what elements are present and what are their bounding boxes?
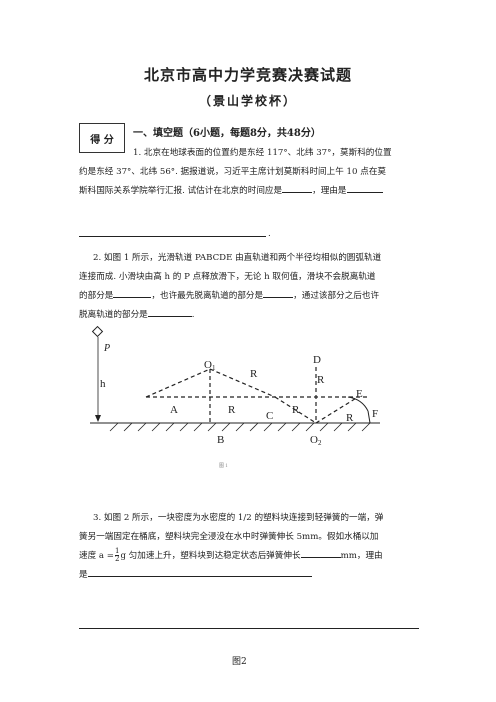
dashed-O2-E (315, 396, 359, 424)
q2-line-3: 的部分是 ，也许最先脱离轨道的部分是 ，通过该部分之后也许 (79, 287, 419, 306)
score-label: 得 分 (90, 134, 114, 146)
figure-1-caption: 图 1 (219, 463, 228, 469)
figure-1-track-diagram: P h (90, 325, 380, 469)
q1-line-1: 1. 北京在地球表面的位置约是东经 117°、北纬 37°，莫斯科的位置 (133, 148, 392, 158)
q1-line-2: 约是东经 37°、北纬 56°. 据报道说，习近平主席计划莫斯科时间上午 10 … (79, 167, 387, 177)
label-P: P (103, 343, 110, 354)
q3-answer-blank-extension[interactable] (300, 548, 341, 558)
q2-line-3-text: 的部分是 (79, 291, 114, 301)
question-2: 2. 如图 1 所示，光滑轨道 PABCDE 由直轨道和两个半径均相似的圆弧轨道… (79, 249, 419, 325)
label-O2: O2 (310, 434, 322, 447)
fraction-denominator: 2 (114, 555, 120, 563)
label-R-right: R (346, 412, 354, 424)
q1-line-3-reason-label: ，理由是 (312, 186, 347, 196)
question-3: 3. 如图 2 所示，一块密度为水密度的 1/2 的塑料块连接到轻弹簧的一端，弹… (79, 509, 419, 585)
ground-hatching (109, 422, 371, 432)
figure-2-caption: 图2 (232, 657, 247, 667)
dashed-O1-C (209, 368, 276, 398)
label-A: A (170, 404, 178, 416)
q2-answer-blank-3[interactable] (147, 307, 192, 317)
q3-line-3-mid: g 匀加速上升，塑料块到达稳定状态后弹簧伸长 (120, 551, 301, 561)
label-F: F (372, 408, 378, 420)
label-C: C (266, 410, 273, 422)
label-h: h (100, 378, 106, 390)
section-heading: 一、填空题（6小题，每题8分，共48分） (133, 128, 321, 139)
q2-answer-blank-1[interactable] (113, 288, 152, 298)
q2-line-3-end: ，通过该部分之后也许 (293, 291, 380, 301)
track-segment-F (367, 410, 371, 424)
label-R-mid: R (292, 404, 300, 416)
q2-line-4: 脱离轨道的部分是. (79, 306, 419, 325)
q1-line-3: 斯科国际关系学院举行汇报. 试估计在北京的时间应是 ，理由是 (79, 182, 419, 201)
label-B: B (217, 434, 224, 446)
release-point-marker (91, 325, 104, 338)
q3-answer-blank-reason[interactable] (87, 567, 312, 577)
q1-answer-blank-reason[interactable] (346, 183, 383, 193)
dashed-A-O1 (145, 368, 211, 398)
q3-line-2: 簧另一端固定在桶底，塑料块完全浸没在水中时弹簧伸长 5mm。假如水桶以加 (79, 532, 379, 542)
q3-line-3-end: mm，理由 (340, 551, 383, 561)
q1-answer-blank-time[interactable] (282, 183, 313, 193)
label-D: D (313, 354, 321, 366)
label-E: E (356, 388, 363, 400)
q2-line-2: 连接而成. 小滑块由高 h 的 P 点释放滑下，无论 h 取何值，滑块不会脱离轨… (79, 272, 376, 282)
q2-line-1: 2. 如图 1 所示，光滑轨道 PABCDE 由直轨道和两个半径均相似的圆弧轨道 (93, 253, 382, 263)
q1-answer-line[interactable] (79, 236, 266, 237)
page-subtitle: （景山学校杯） (198, 94, 297, 108)
label-R-center: R (228, 404, 236, 416)
label-R-D: R (317, 374, 325, 386)
q2-line-4-end: . (191, 310, 195, 320)
height-arrowhead (95, 415, 101, 422)
q2-line-3-mid: ，也许最先脱离轨道的部分是 (151, 291, 264, 301)
label-R-upper: R (250, 368, 258, 380)
dashed-C-O2 (274, 396, 317, 424)
score-box: 得 分 (79, 123, 125, 153)
track-arc-EF (347, 396, 369, 412)
page-title: 北京市高中力学竞赛决赛试题 (143, 66, 352, 84)
q1-line-3-text: 斯科国际关系学院举行汇报. 试估计在北京的时间应是 (79, 186, 283, 196)
q3-line-3-text: 速度 a = (79, 551, 114, 561)
q3-answer-line[interactable] (79, 628, 419, 629)
fraction-numerator: 1 (114, 547, 120, 555)
label-O1: O1 (204, 359, 216, 372)
q3-line-4-text: 是 (79, 570, 88, 580)
q3-line-4: 是 (79, 566, 419, 585)
q2-answer-blank-2[interactable] (263, 288, 294, 298)
question-1: 1. 北京在地球表面的位置约是东经 117°、北纬 37°，莫斯科的位置 约是东… (79, 144, 419, 201)
q1-end-period: . (268, 229, 271, 239)
q2-line-4-text: 脱离轨道的部分是 (79, 310, 148, 320)
q3-line-1: 3. 如图 2 所示，一块密度为水密度的 1/2 的塑料块连接到轻弹簧的一端，弹 (93, 513, 384, 523)
